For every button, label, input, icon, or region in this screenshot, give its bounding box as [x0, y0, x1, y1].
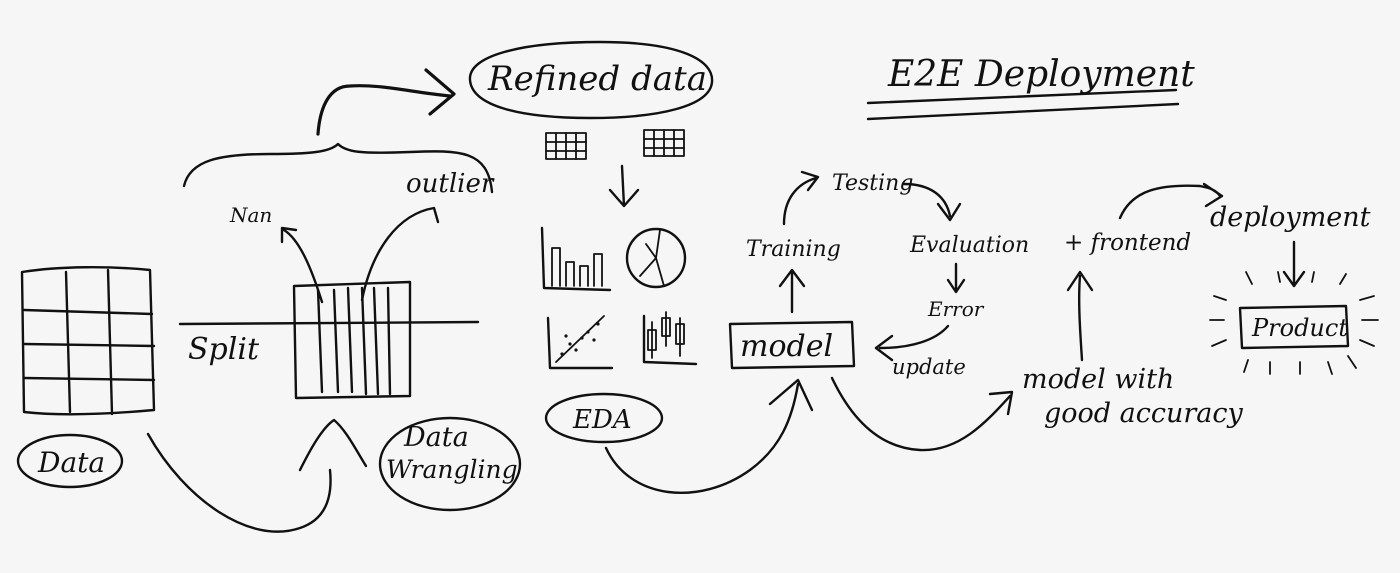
model-node: model — [728, 320, 856, 370]
model-to-training-arrow — [778, 268, 806, 314]
model-good-label-1: model with — [1022, 364, 1174, 395]
training-label: Training — [746, 237, 841, 262]
eda-ellipse — [544, 392, 664, 444]
data-to-wrangling-curve — [146, 432, 332, 533]
data-label: Data — [37, 446, 105, 479]
training-to-testing-arrow — [782, 170, 820, 226]
model-good-label-2: good accuracy — [1044, 398, 1244, 429]
model-box — [728, 320, 856, 370]
frontend-to-deployment-arrow — [1118, 182, 1224, 220]
model-good-accuracy-node: model with good accuracy — [1022, 364, 1244, 429]
diagram-title: E2E Deployment — [887, 54, 1195, 95]
refined-data-ellipse — [468, 40, 714, 120]
data-wrangling-label-2: Wrangling — [386, 455, 518, 484]
refined-data-node: Refined data — [468, 40, 714, 120]
nan-label: Nan — [229, 203, 272, 227]
accuracy-to-frontend-arrow — [1066, 270, 1094, 362]
refined-down-arrow — [608, 164, 640, 208]
title-underline-1 — [866, 88, 1178, 105]
outlier-label: outlier — [406, 169, 495, 199]
data-ellipse — [16, 433, 124, 489]
model-to-accuracy-arrow — [830, 376, 1012, 452]
eda-to-model-arrow — [604, 382, 800, 495]
candlestick-icon — [642, 311, 698, 366]
update-label: update — [892, 355, 966, 379]
evaluation-to-error-arrow — [946, 262, 966, 294]
deployment-to-product-arrow — [1282, 240, 1306, 288]
small-table-1 — [545, 132, 587, 160]
product-box — [1238, 304, 1350, 350]
product-rays — [1209, 271, 1379, 375]
bar-chart-icon — [540, 226, 612, 292]
small-table-2 — [643, 129, 685, 157]
data-wrangling-ellipse — [378, 416, 522, 512]
frontend-label: + frontend — [1064, 230, 1191, 256]
wrangling-brace — [182, 68, 494, 194]
raw-data-table — [20, 266, 156, 416]
deployment-label: deployment — [1210, 202, 1371, 233]
data-node: Data — [16, 433, 124, 489]
eda-label: EDA — [572, 405, 632, 435]
split-label: Split — [188, 332, 260, 367]
data-wrangling-label-1: Data — [403, 422, 469, 453]
nan-outlier-group: Nan outlier — [229, 169, 495, 304]
outlier-arrow — [360, 206, 440, 302]
error-to-model-arrow — [874, 324, 950, 362]
testing-to-evaluation-arrow — [902, 182, 962, 222]
eda-node: EDA — [544, 392, 664, 444]
testing-label: Testing — [832, 171, 913, 196]
data-wrangling-node: Data Wrangling — [298, 416, 522, 512]
training-loop: Training Testing Evaluation Error update — [746, 170, 1029, 379]
brace-to-refined-arrow — [316, 84, 452, 136]
pie-chart-icon — [625, 227, 687, 289]
scatter-plot-icon — [546, 315, 614, 370]
nan-arrow — [282, 228, 324, 304]
evaluation-label: Evaluation — [909, 233, 1029, 258]
product-label: Product — [1251, 314, 1348, 342]
product-node: Product — [1209, 271, 1379, 375]
title-underline-2 — [866, 102, 1180, 121]
split-grid — [178, 280, 480, 400]
model-label: model — [740, 329, 833, 364]
error-label: Error — [927, 297, 985, 321]
wrangling-up-arrow — [298, 418, 368, 472]
title-group: E2E Deployment — [866, 54, 1195, 121]
refined-data-label: Refined data — [487, 59, 707, 99]
